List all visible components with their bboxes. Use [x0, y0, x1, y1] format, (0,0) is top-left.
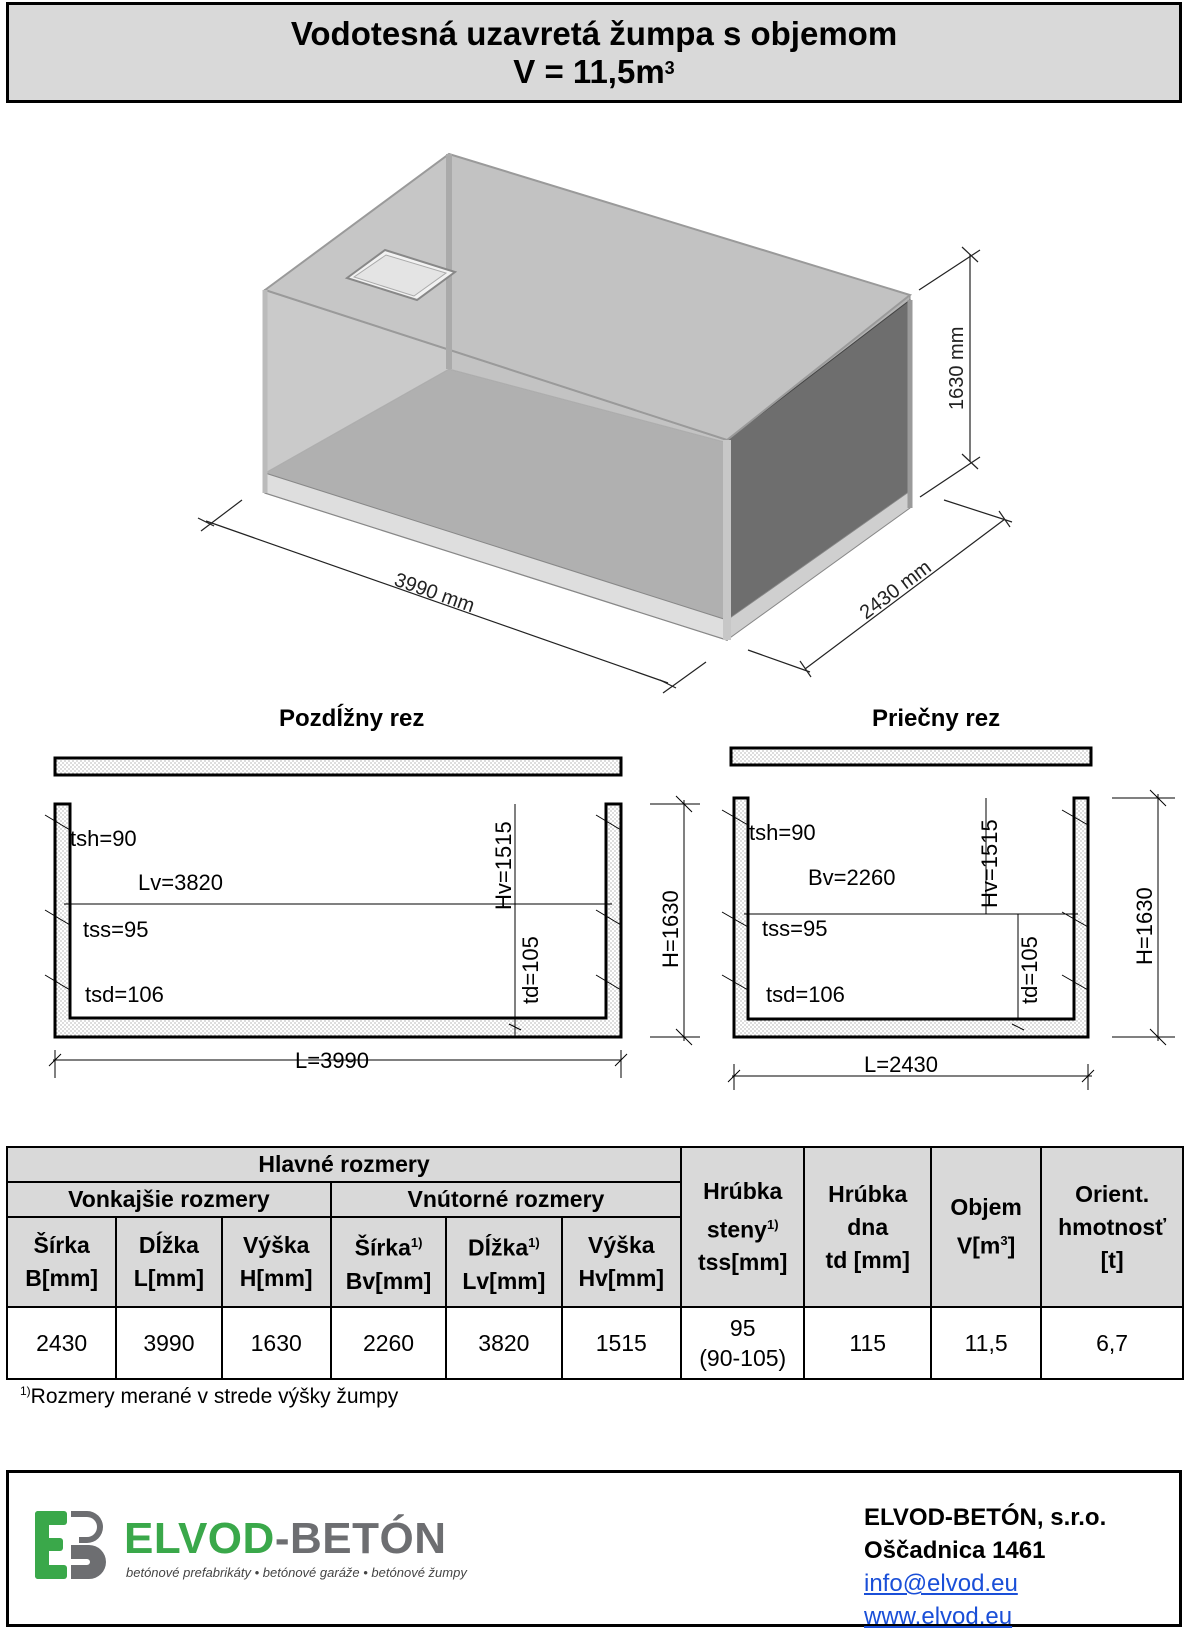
main-header: Hlavné rozmery — [6, 1146, 682, 1183]
cross-bv: Bv=2260 — [808, 865, 895, 890]
long-lid — [53, 756, 623, 777]
col-header: Šírka1)Bv[mm] — [329, 1216, 448, 1308]
cross-body — [732, 796, 1090, 1039]
cross-section-title: Priečny rez — [872, 705, 1001, 732]
tank-lid — [262, 152, 913, 442]
long-tss: tss=95 — [83, 917, 148, 942]
table-cell: 6,7 — [1040, 1306, 1184, 1380]
long-section-title: Pozdĺžny rez — [279, 705, 425, 732]
table-row: 2430 3990 1630 2260 3820 1515 95(90-105)… — [5, 1306, 1184, 1380]
company-info: ELVOD-BETÓN, s.r.o. Oščadnica 1461 info@… — [864, 1501, 1106, 1632]
long-tsd: tsd=106 — [85, 982, 164, 1007]
inner-header: Vnútorné rozmery — [329, 1181, 683, 1218]
long-hv: Hv=1515 — [491, 821, 516, 910]
long-td: td=105 — [518, 936, 543, 1004]
title-line-2: V = 11,5m3 — [513, 52, 675, 90]
table-cell: 11,5 — [929, 1306, 1043, 1380]
sections-drawing: tsh=90 Lv=3820 tss=95 tsd=106 Hv=1515 td… — [44, 746, 1175, 1090]
long-h: H=1630 — [658, 890, 683, 968]
dimensions-table: Hlavné rozmery Hrúbka steny1) tss[mm] Hr… — [5, 1146, 1184, 1380]
brand-name: ELVOD-BETÓN — [124, 1514, 447, 1563]
cross-lid — [729, 746, 1093, 767]
table-cell: 2260 — [329, 1306, 448, 1380]
table-cell: 95(90-105) — [679, 1306, 806, 1380]
bottom-header: Hrúbka dna td [mm] — [803, 1146, 932, 1308]
long-tsh: tsh=90 — [70, 826, 137, 851]
brand-tagline: betónové prefabrikáty • betónové garáže … — [126, 1565, 467, 1580]
cross-td: td=105 — [1017, 936, 1042, 1004]
table-cell: 1515 — [560, 1306, 683, 1380]
cross-tsh: tsh=90 — [749, 820, 816, 845]
outer-header: Vonkajšie rozmery — [6, 1181, 332, 1218]
iso-height-label: 1630 mm — [946, 327, 968, 410]
table-cell: 1630 — [220, 1306, 332, 1380]
table-cell: 115 — [803, 1306, 932, 1380]
long-body — [53, 802, 623, 1039]
thickness-header: Hrúbka steny1) tss[mm] — [679, 1146, 806, 1308]
table-cell: 3990 — [115, 1306, 223, 1380]
web-link[interactable]: www.elvod.eu — [864, 1603, 1013, 1630]
table-cell: 2430 — [5, 1306, 118, 1380]
title-box: Vodotesná uzavretá žumpa s objemom V = 1… — [6, 2, 1182, 103]
cross-tsd: tsd=106 — [766, 982, 845, 1007]
email-link[interactable]: info@elvod.eu — [864, 1570, 1018, 1597]
weight-header: Orient. hmotnosť [t] — [1040, 1146, 1184, 1308]
cross-hv: Hv=1515 — [977, 819, 1002, 908]
cross-l: L=2430 — [864, 1052, 938, 1077]
cross-tss: tss=95 — [762, 916, 827, 941]
volume-header: Objem V[m3] — [929, 1146, 1043, 1308]
title-line-1: Vodotesná uzavretá žumpa s objemom — [290, 14, 898, 52]
company-name: ELVOD-BETÓN, s.r.o. — [864, 1504, 1107, 1531]
table-cell: 3820 — [445, 1306, 563, 1380]
isometric-view: 3990 mm 2430 mm 1630 mm — [197, 152, 1013, 694]
long-l: L=3990 — [295, 1048, 369, 1073]
cross-h: H=1630 — [1132, 887, 1157, 965]
company-address: Oščadnica 1461 — [864, 1537, 1046, 1564]
footnote: 1)Rozmery merané v strede výšky žumpy — [20, 1384, 399, 1408]
col-header: Dĺžka1)Lv[mm] — [445, 1216, 563, 1308]
long-lv: Lv=3820 — [138, 870, 223, 895]
footer: ELVOD-BETÓN betónové prefabrikáty • betó… — [6, 1470, 1182, 1630]
elvod-logo-icon — [35, 1511, 106, 1579]
